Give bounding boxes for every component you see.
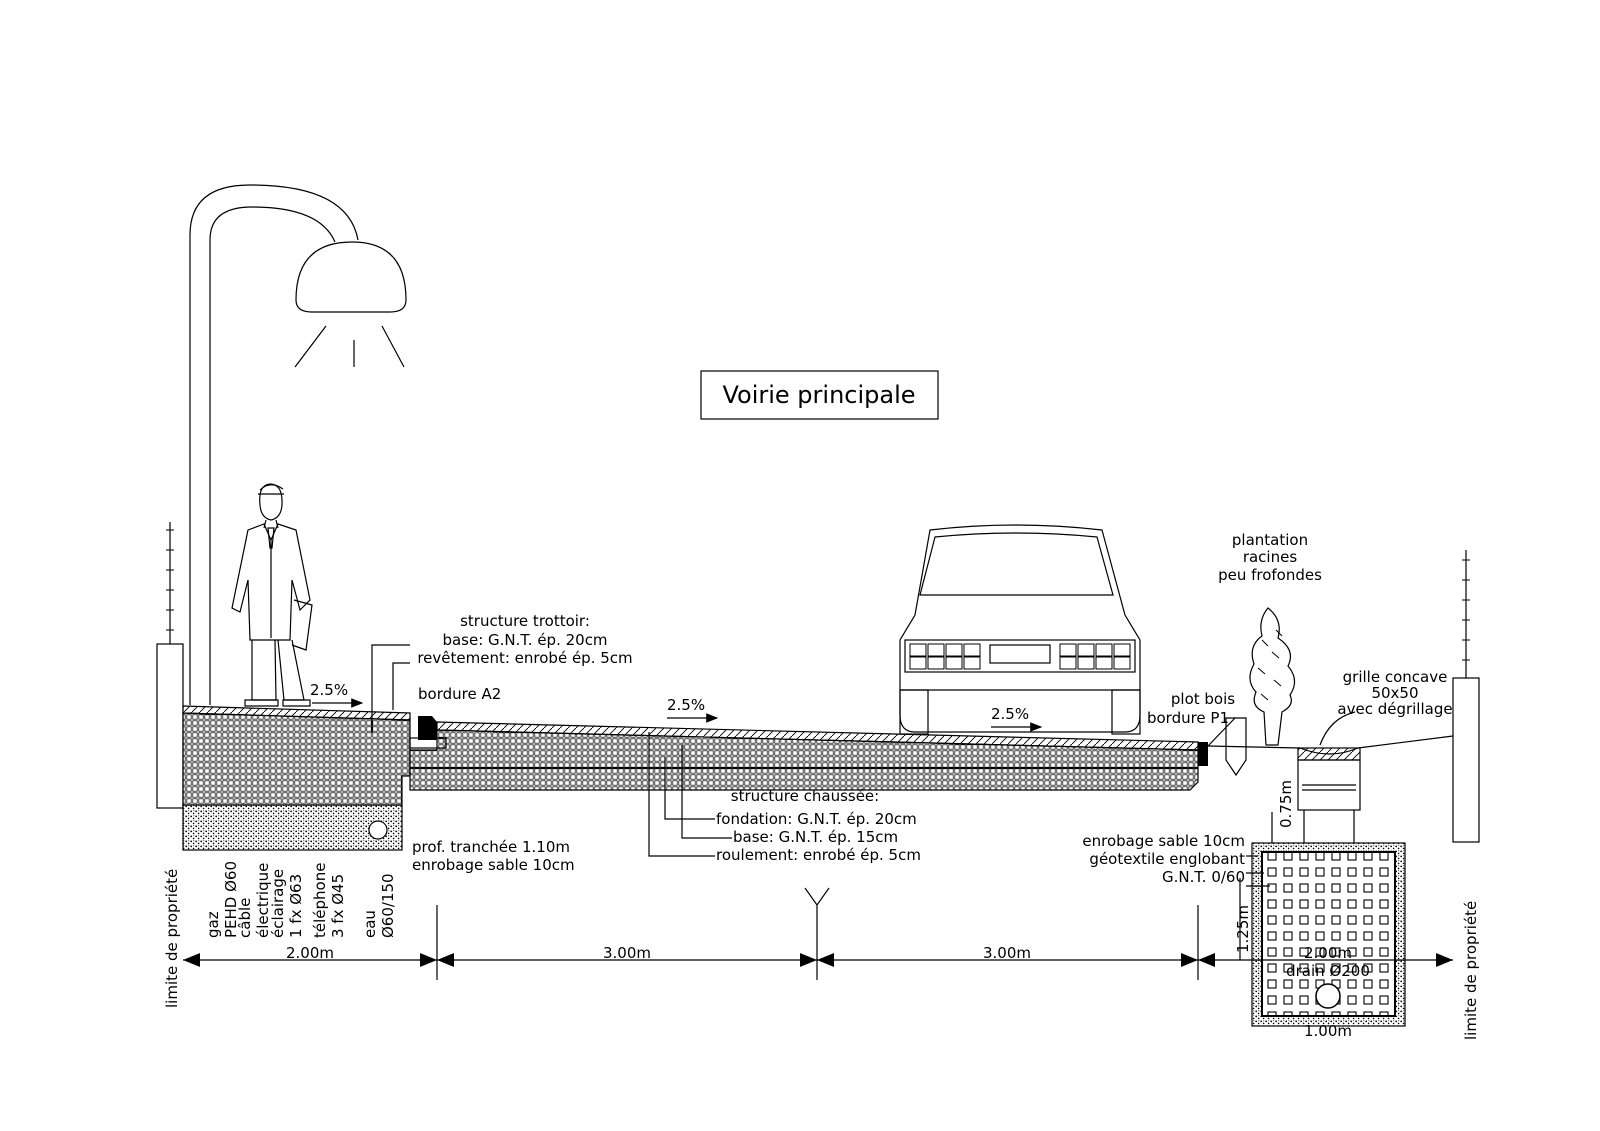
dimension-lane-right: 3.00m xyxy=(983,944,1031,962)
curb-p1-label: bordure P1 xyxy=(1147,709,1229,727)
planting-label-line3: peu frofondes xyxy=(1218,566,1322,584)
network-telephone-line1: téléphone xyxy=(311,863,329,938)
network-gas-line1: gaz xyxy=(204,911,222,938)
roadway-foundation-label: fondation: G.N.T. ép. 20cm xyxy=(716,810,917,828)
curb-a2-label: bordure A2 xyxy=(418,685,501,703)
property-limit-post-right xyxy=(1452,550,1480,843)
sidewalk-slope-label: 2.5% xyxy=(310,681,348,699)
network-labels: gaz PEHD Ø60 câble électrique éclairage … xyxy=(204,861,397,938)
trench-bedding-label: enrobage sable 10cm xyxy=(412,856,575,874)
drain-gnt-label: G.N.T. 0/60 xyxy=(1162,868,1245,886)
network-electric-line1: câble xyxy=(236,898,254,938)
network-water-line2: Ø60/150 xyxy=(379,873,397,938)
drain-geotextile-label: géotextile englobant xyxy=(1089,850,1245,868)
trench-sand-bedding xyxy=(182,804,403,851)
roadway-structure-title: structure chaussée: xyxy=(731,787,879,805)
roadway-slope-label-right: 2.5% xyxy=(991,705,1029,723)
street-lamp xyxy=(189,184,407,705)
concave-grate xyxy=(1297,747,1361,843)
dimension-drain-height: 1.25m xyxy=(1234,905,1252,953)
tree-planting xyxy=(1249,607,1296,746)
dimension-line xyxy=(183,812,1453,980)
network-electric-line2: électrique xyxy=(254,863,272,938)
title-frame xyxy=(700,370,939,420)
dimension-lane-left: 3.00m xyxy=(603,944,651,962)
sidewalk-base-label: base: G.N.T. ép. 20cm xyxy=(442,631,607,649)
wood-post-label: plot bois xyxy=(1171,690,1235,708)
network-telephone-line2: 3 fx Ø45 xyxy=(329,874,347,938)
drain-sand-label: enrobage sable 10cm xyxy=(1082,832,1245,850)
grate-label-line1: grille concave xyxy=(1343,668,1448,686)
property-limit-right-label: limite de propriété xyxy=(1462,901,1480,1040)
network-gas-line2: PEHD Ø60 xyxy=(222,861,240,938)
dimension-drain-width-top: 2.00m xyxy=(1304,944,1352,962)
car-rear-view xyxy=(899,524,1141,735)
page-title: Voirie principale xyxy=(722,381,915,409)
water-pipe xyxy=(368,820,388,840)
grate-label-line3: avec dégrillage xyxy=(1337,700,1452,718)
dimension-drain-width: 1.00m xyxy=(1304,1022,1352,1040)
planting-label-line1: plantation xyxy=(1232,531,1308,549)
roadway-base-label: base: G.N.T. ép. 15cm xyxy=(733,828,898,846)
network-lighting-line2: 1 fx Ø63 xyxy=(287,874,305,938)
roadway-section xyxy=(409,721,1199,791)
drain-trench xyxy=(1251,842,1406,1027)
sidewalk-structure-title: structure trottoir: xyxy=(460,612,590,630)
property-limit-left-label: limite de propriété xyxy=(163,869,181,1008)
curb-p1 xyxy=(1198,742,1208,766)
network-water-line1: eau xyxy=(361,910,379,938)
dimension-sidewalk: 2.00m xyxy=(286,944,334,962)
network-lighting-line1: éclairage xyxy=(269,869,287,938)
pedestrian-figure xyxy=(231,483,313,707)
trench-depth-label: prof. tranchée 1.10m xyxy=(412,838,570,856)
drain-pipe-label: drain Ø200 xyxy=(1286,962,1370,980)
sidewalk-surface-label: revêtement: enrobé ép. 5cm xyxy=(417,649,632,667)
roadway-slope-label-left: 2.5% xyxy=(667,696,705,714)
property-limit-post-left xyxy=(156,522,184,809)
sidewalk-section xyxy=(182,705,411,851)
grate-label-line2: 50x50 xyxy=(1371,684,1418,702)
planting-label-line2: racines xyxy=(1243,548,1298,566)
roadway-wearing-label: roulement: enrobé ép. 5cm xyxy=(716,846,921,864)
wood-post xyxy=(1225,717,1247,777)
leader-lines xyxy=(371,644,1356,887)
dimension-drain-depth: 0.75m xyxy=(1277,780,1295,828)
drain-pipe xyxy=(1315,983,1341,1009)
